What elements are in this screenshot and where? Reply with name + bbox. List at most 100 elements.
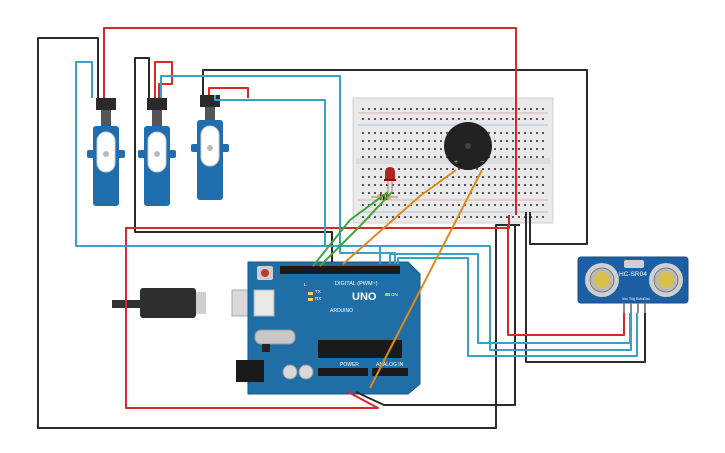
breadboard-hole	[392, 118, 394, 120]
breadboard-hole	[512, 156, 514, 158]
breadboard-hole	[446, 192, 448, 194]
breadboard-hole	[368, 184, 370, 186]
breadboard-hole	[476, 216, 478, 218]
breadboard-hole	[506, 118, 508, 120]
breadboard-hole	[488, 168, 490, 170]
breadboard-hole	[536, 176, 538, 178]
breadboard-hole	[362, 184, 364, 186]
servo-2	[138, 98, 176, 206]
breadboard-hole	[392, 204, 394, 206]
breadboard-hole	[470, 204, 472, 206]
breadboard-hole	[416, 204, 418, 206]
breadboard-hole	[416, 140, 418, 142]
breadboard-hole	[416, 132, 418, 134]
breadboard-hole	[530, 192, 532, 194]
breadboard-hole	[374, 140, 376, 142]
breadboard-hole	[422, 148, 424, 150]
breadboard-hole	[362, 156, 364, 158]
on-led-label: ON	[391, 292, 398, 297]
breadboard-hole	[542, 148, 544, 150]
breadboard-hole	[512, 118, 514, 120]
breadboard-hole	[518, 132, 520, 134]
red-led	[384, 167, 396, 192]
breadboard-hole	[422, 118, 424, 120]
breadboard-hole	[542, 216, 544, 218]
breadboard-hole	[398, 156, 400, 158]
breadboard-hole	[374, 204, 376, 206]
breadboard-hole	[494, 108, 496, 110]
breadboard-hole	[368, 168, 370, 170]
breadboard-hole	[482, 216, 484, 218]
breadboard-hole	[446, 118, 448, 120]
breadboard-hole	[404, 148, 406, 150]
breadboard-hole	[374, 108, 376, 110]
breadboard-hole	[428, 156, 430, 158]
wire-green-led-2	[319, 191, 393, 267]
breadboard-hole	[386, 204, 388, 206]
breadboard-hole	[398, 216, 400, 218]
breadboard-hole	[440, 204, 442, 206]
wire-black-sensor-gnd	[525, 212, 646, 363]
sensor-pin-vcc: Vcc	[622, 297, 628, 301]
breadboard-hole	[434, 132, 436, 134]
breadboard-hole	[404, 204, 406, 206]
breadboard-hole	[416, 168, 418, 170]
breadboard-hole	[416, 184, 418, 186]
wire-red-servo2-vcc	[154, 61, 173, 98]
breadboard-hole	[404, 132, 406, 134]
wire-black-arduino-gnd	[355, 225, 516, 406]
breadboard-hole	[536, 204, 538, 206]
sensor-pin-echo: Echo	[636, 297, 644, 301]
breadboard-hole	[422, 108, 424, 110]
breadboard-hole	[524, 192, 526, 194]
breadboard-hole	[524, 148, 526, 150]
breadboard-hole	[494, 132, 496, 134]
breadboard-hole	[416, 176, 418, 178]
servo-3	[191, 95, 229, 200]
breadboard-hole	[476, 168, 478, 170]
breadboard-hole	[464, 118, 466, 120]
breadboard-hole	[464, 184, 466, 186]
breadboard-hole	[386, 184, 388, 186]
breadboard-hole	[542, 132, 544, 134]
breadboard-hole	[398, 192, 400, 194]
breadboard-hole	[404, 192, 406, 194]
breadboard-hole	[362, 216, 364, 218]
breadboard-hole	[536, 168, 538, 170]
breadboard-hole	[518, 204, 520, 206]
breadboard-hole	[422, 140, 424, 142]
breadboard-hole	[410, 132, 412, 134]
breadboard-hole	[398, 176, 400, 178]
breadboard-hole	[440, 108, 442, 110]
breadboard-hole	[410, 184, 412, 186]
breadboard-hole	[386, 108, 388, 110]
wire-green-led-1	[312, 191, 389, 267]
breadboard-hole	[440, 192, 442, 194]
breadboard-hole	[446, 132, 448, 134]
breadboard-hole	[392, 216, 394, 218]
breadboard-hole	[374, 216, 376, 218]
breadboard-hole	[530, 184, 532, 186]
breadboard-hole	[362, 132, 364, 134]
breadboard-hole	[500, 148, 502, 150]
breadboard-hole	[518, 216, 520, 218]
breadboard-hole	[542, 108, 544, 110]
breadboard-hole	[362, 108, 364, 110]
breadboard-hole	[452, 176, 454, 178]
breadboard-hole	[494, 168, 496, 170]
breadboard-hole	[518, 108, 520, 110]
breadboard-hole	[398, 118, 400, 120]
breadboard-hole	[488, 132, 490, 134]
breadboard-hole	[380, 216, 382, 218]
breadboard-hole	[398, 184, 400, 186]
breadboard-hole	[434, 140, 436, 142]
breadboard-hole	[374, 156, 376, 158]
tx-led-label: TX	[315, 289, 321, 294]
breadboard-hole	[524, 156, 526, 158]
wire-red-servo1-vcc	[103, 27, 517, 215]
breadboard-hole	[524, 132, 526, 134]
breadboard-hole	[374, 192, 376, 194]
wire-blue-servo1-signal	[75, 61, 632, 351]
breadboard-hole	[428, 176, 430, 178]
